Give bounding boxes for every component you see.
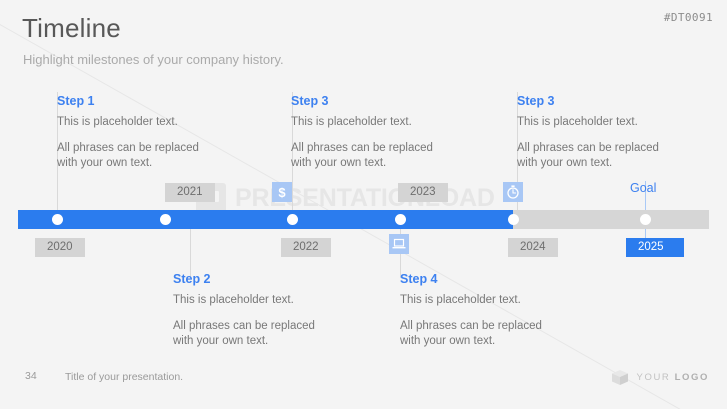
document-code: #DT0091 [663,11,713,24]
step-line-1: This is placeholder text. [517,116,638,128]
timeline-node-5[interactable] [507,214,519,225]
watermark: PRESENTATIONLOAD [196,183,495,213]
year-label-2024[interactable]: 2024 [508,238,558,257]
year-label-2020[interactable]: 2020 [35,238,85,257]
dollar-icon[interactable]: $ [272,182,292,202]
step-line-2: All phrases can be replaced [291,141,433,154]
footer-title: Title of your presentation. [65,371,184,383]
step-block-1: Step 1 This is placeholder text. All phr… [57,94,247,172]
laptop-icon[interactable] [389,234,409,254]
step-line-1: This is placeholder text. [400,294,521,306]
year-label-2021[interactable]: 2021 [165,183,215,202]
dollar-glyph: $ [278,184,286,200]
year-label-2022[interactable]: 2022 [281,238,331,257]
year-label-2023[interactable]: 2023 [398,183,448,202]
timeline-node-1[interactable] [51,214,63,225]
step-title: Step 2 [173,272,211,286]
step-line-3: with your own text. [517,157,613,170]
connector-line-5 [517,92,518,220]
connector-line-1 [57,92,58,220]
step-line-1: This is placeholder text. [291,116,412,128]
connector-line-3 [292,92,293,220]
timeline-track[interactable] [18,210,709,229]
step-line-3: with your own text. [173,335,269,348]
timeline-progress-fill [18,210,513,229]
logo: YOUR LOGO [610,368,709,387]
step-block-4: Step 2 This is placeholder text. All phr… [173,272,363,350]
page-subtitle: Highlight milestones of your company his… [23,52,284,67]
goal-label: Goal [630,181,657,195]
step-title: Step 3 [291,94,329,108]
step-line-2: All phrases can be replaced [57,141,199,154]
page-title: Timeline [22,13,121,43]
footer-page-number: 34 [25,370,37,382]
cube-icon [611,370,628,385]
stopwatch-icon[interactable] [503,182,523,202]
step-line-1: This is placeholder text. [57,116,178,128]
step-title: Step 1 [57,94,95,108]
step-line-2: All phrases can be replaced [400,319,542,332]
year-label-2025[interactable]: 2025 [626,238,684,257]
step-block-3: Step 3 This is placeholder text. All phr… [517,94,707,172]
timeline-node-3[interactable] [286,214,298,225]
step-line-3: with your own text. [291,157,387,170]
timeline-node-2[interactable] [159,214,171,225]
step-line-3: with your own text. [400,335,496,348]
step-line-3: with your own text. [57,157,153,170]
step-block-5: Step 4 This is placeholder text. All phr… [400,272,590,350]
logo-text: YOUR LOGO [637,372,709,383]
step-block-2: Step 3 This is placeholder text. All phr… [291,94,481,172]
step-title: Step 3 [517,94,555,108]
step-line-1: This is placeholder text. [173,294,294,306]
timeline-node-4[interactable] [394,214,406,225]
timeline-node-6[interactable] [639,214,651,225]
step-line-2: All phrases can be replaced [173,319,315,332]
logo-text-bold: LOGO [674,372,709,383]
connector-line-2 [190,220,191,278]
step-line-2: All phrases can be replaced [517,141,659,154]
step-title: Step 4 [400,272,438,286]
logo-text-light: YOUR [636,372,675,383]
